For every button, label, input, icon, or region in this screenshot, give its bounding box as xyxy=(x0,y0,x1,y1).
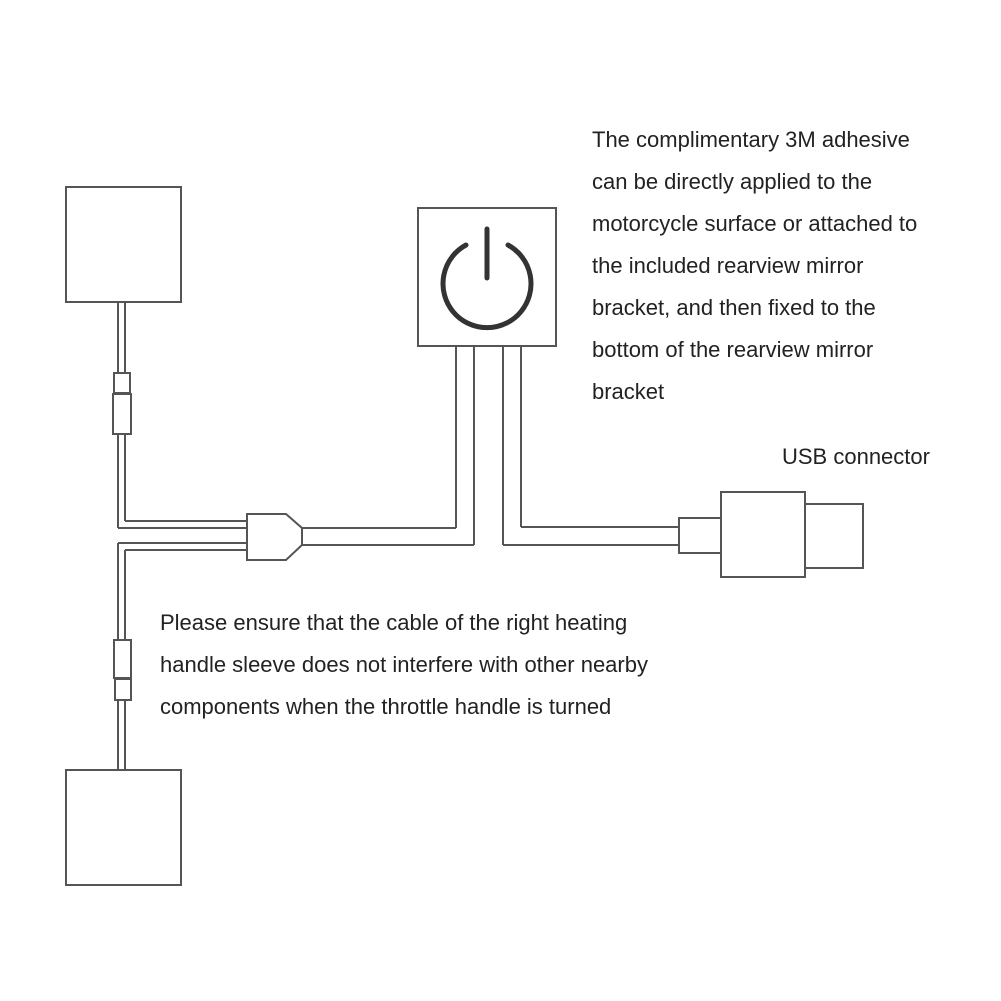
bottom-heating-pad xyxy=(65,769,182,886)
power-icon xyxy=(440,226,534,331)
adhesive-note: The complimentary 3M adhesive can be dir… xyxy=(592,119,917,413)
adhesive-note-line: bracket xyxy=(592,379,665,404)
switch-cable-right xyxy=(502,346,679,546)
cable-note-line: Please ensure that the cable of the righ… xyxy=(160,610,628,635)
adhesive-note-line: bracket, and then fixed to the xyxy=(592,295,876,320)
adhesive-note-line: the included rearview mirror xyxy=(592,253,864,278)
usb-plug xyxy=(804,503,864,569)
y-splitter xyxy=(246,513,303,561)
top-cable-connector-large xyxy=(112,393,132,435)
usb-connector-label: USB connector xyxy=(782,444,930,469)
usb-connector xyxy=(678,491,864,578)
adhesive-note-line: The complimentary 3M adhesive xyxy=(592,127,910,152)
bottom-pad-cable xyxy=(113,542,247,770)
bottom-cable-connector-small xyxy=(114,678,132,701)
top-heating-pad xyxy=(65,186,182,303)
usb-body xyxy=(720,491,806,578)
top-cable-connector-small xyxy=(113,372,131,394)
adhesive-note-line: bottom of the rearview mirror xyxy=(592,337,874,362)
cable-note-line: handle sleeve does not interfere with ot… xyxy=(160,652,648,677)
switch-cable-left xyxy=(302,346,475,546)
cable-note: Please ensure that the cable of the righ… xyxy=(160,602,648,728)
cable-note-line: components when the throttle handle is t… xyxy=(160,694,612,719)
bottom-cable-connector-large xyxy=(113,639,132,679)
adhesive-note-line: can be directly applied to the xyxy=(592,169,873,194)
power-switch-box xyxy=(417,207,557,347)
top-pad-cable xyxy=(112,302,247,529)
adhesive-note-line: motorcycle surface or attached to xyxy=(592,211,918,236)
usb-strain-relief xyxy=(678,517,722,554)
